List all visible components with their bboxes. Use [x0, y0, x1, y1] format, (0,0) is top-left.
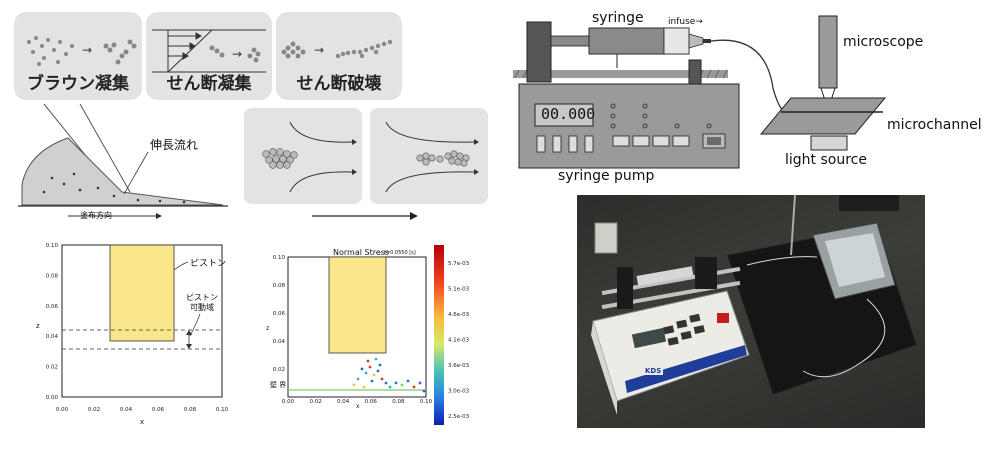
colorbar-tick: 2.5e-03 — [448, 414, 470, 420]
panel-brownian-aggregation: → ブラウン凝集 — [14, 12, 142, 100]
colorbar-tick: 4.6e-03 — [448, 312, 470, 318]
extensional-flow-label: 伸長流れ — [150, 138, 199, 152]
shear-aggregation-label: せん断凝集 — [166, 74, 252, 94]
panel-shear-breakup: → せん断破壊 — [276, 12, 402, 100]
piston-rect — [109, 244, 175, 342]
stress-x-tick: 0.06 — [365, 399, 378, 405]
microscope-body — [818, 15, 838, 89]
stress-wall-label: 壁 界 — [270, 381, 287, 389]
stress-x-axis-label: x — [356, 403, 360, 410]
piston-x-tick: 0.04 — [120, 407, 133, 413]
pump-display — [534, 103, 594, 127]
panel-flow-before — [244, 108, 362, 204]
stress-z-tick: 0.06 — [273, 311, 286, 317]
microchannel-stage — [759, 97, 887, 135]
brownian-label: ブラウン凝集 — [27, 74, 129, 94]
svg-text:→: → — [232, 47, 242, 61]
piston-label: ピストン — [190, 259, 227, 269]
stress-colorbar — [434, 245, 444, 425]
piston-x-tick: 0.08 — [184, 407, 197, 413]
stress-z-tick: 0.02 — [273, 367, 285, 373]
piston-x-tick: 0.10 — [216, 407, 229, 413]
stress-x-tick: 0.00 — [282, 399, 295, 405]
breakup-flow-illustration — [385, 121, 479, 193]
piston-x-tick: 0.06 — [152, 407, 165, 413]
threaded-rod — [513, 70, 728, 78]
infuse-label: infuse→ — [668, 17, 703, 27]
stress-z-tick: 0.04 — [273, 339, 286, 345]
svg-text:→: → — [314, 43, 324, 57]
microscope-label: microscope — [843, 34, 924, 50]
stress-piston-rect — [328, 256, 387, 354]
colorbar-tick: 5.7e-03 — [448, 261, 470, 267]
colorbar-tick: 3.0e-03 — [448, 389, 470, 395]
light-source-label: light source — [785, 152, 867, 168]
panel-shear-aggregation: → せん断凝集 — [146, 12, 272, 100]
colorbar-tick: 4.1e-03 — [448, 338, 470, 344]
stress-plot-title: Normal Stress — [333, 248, 390, 257]
stress-z-tick: 0.08 — [273, 283, 286, 289]
lab-photo-illustration — [591, 194, 918, 415]
stress-x-tick: 0.04 — [337, 399, 350, 405]
light-source-block — [810, 135, 848, 151]
shear-breakup-illustration: → — [281, 39, 393, 59]
pump-brand-text: KDS — [643, 367, 664, 375]
piston-range-label-2: 可動域 — [190, 303, 214, 312]
syringe-pump-diagram — [513, 15, 887, 169]
piston-z-tick: 0.00 — [46, 395, 59, 401]
stress-plot-time: t=0.0550 [s] — [384, 250, 416, 256]
long-arrow — [312, 212, 418, 220]
stress-x-tick: 0.10 — [420, 399, 433, 405]
syringe-plunger — [550, 35, 596, 47]
pump-display-text: 00.000 — [541, 105, 596, 123]
converging-flow-illustration — [262, 121, 357, 193]
svg-text:→: → — [82, 43, 92, 57]
shear-flow-illustration: → — [152, 29, 266, 73]
shear-breakup-label: せん断破壊 — [296, 74, 382, 94]
piston-z-tick: 0.06 — [46, 304, 59, 310]
piston-z-tick: 0.04 — [46, 334, 59, 340]
coating-diagram — [18, 103, 228, 219]
piston-z-axis-label: z — [36, 322, 40, 330]
piston-z-tick: 0.10 — [46, 243, 59, 249]
coating-direction-label: 塗布方向 — [80, 211, 112, 220]
piston-x-axis-label: x — [140, 418, 145, 426]
piston-z-tick: 0.08 — [46, 273, 59, 279]
syringe-pump-label: syringe pump — [558, 168, 655, 184]
piston-range-label-1: ピストン — [186, 293, 218, 302]
stress-x-tick: 0.02 — [309, 399, 321, 405]
piston-x-tick: 0.02 — [88, 407, 100, 413]
stress-z-tick: 0.10 — [273, 255, 286, 261]
syringe-label: syringe — [592, 10, 644, 26]
colorbar-tick: 5.1e-03 — [448, 287, 470, 293]
stress-plot: 0.00 0.02 0.04 0.06 0.08 0.10 0.02 0.04 0.06 0.08… — [273, 245, 470, 425]
stress-x-tick: 0.08 — [392, 399, 405, 405]
piston-z-tick: 0.02 — [46, 365, 58, 371]
brownian-particles-illustration: → — [27, 36, 137, 66]
lab-setup-photo: KDS — [577, 194, 925, 428]
colorbar-tick: 3.6e-03 — [448, 363, 470, 369]
stress-particle-scatter — [352, 357, 426, 393]
syringe-holder — [688, 59, 702, 85]
microchannel-label: microchannel — [887, 117, 982, 133]
pusher-block — [526, 21, 552, 83]
piston-plot: 0.00 0.02 0.04 0.06 0.08 0.10 0.00 0.02 0.04 0.06… — [46, 243, 229, 413]
stress-z-axis-label: z — [266, 325, 270, 332]
piston-x-tick: 0.00 — [56, 407, 69, 413]
panel-flow-after — [370, 108, 488, 204]
